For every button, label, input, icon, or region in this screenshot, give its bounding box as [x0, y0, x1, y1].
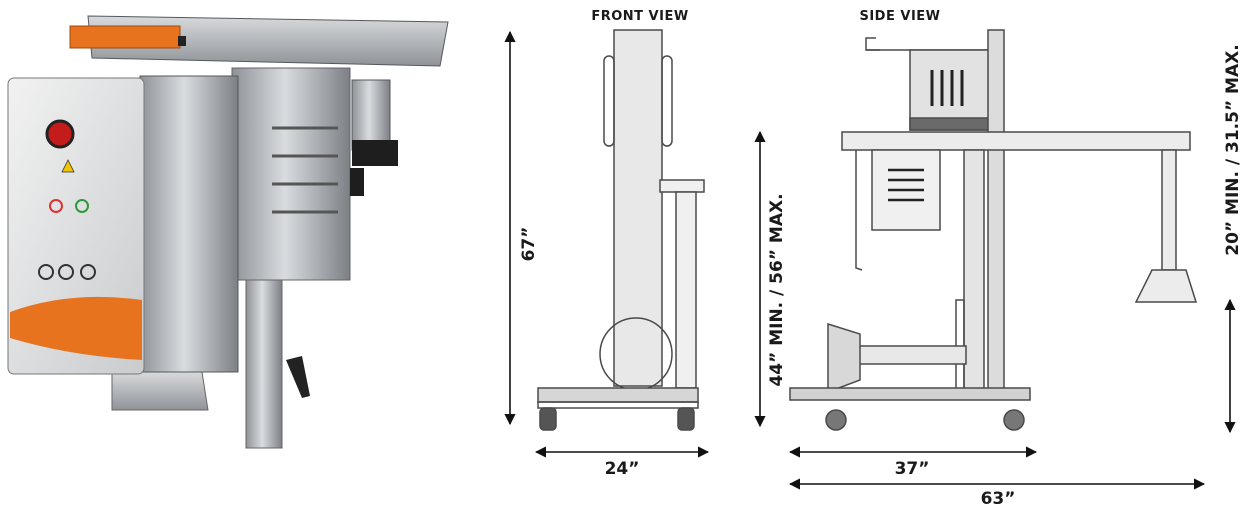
- platform-height-label: 20” MIN. / 31.5” MAX.: [1223, 44, 1243, 255]
- knob-2: [58, 264, 74, 280]
- handle-hook: [865, 37, 880, 51]
- overall-length-label: 63”: [981, 489, 1016, 508]
- side-view-drawing: [789, 29, 1198, 431]
- machine-photo: [7, 15, 449, 449]
- front-wheel-right: [677, 407, 695, 431]
- vent-slots: [272, 126, 338, 214]
- orange-end-cap: [69, 25, 181, 49]
- side-height-label: 44” MIN. / 56” MAX.: [767, 193, 787, 386]
- side-view-title: SIDE VIEW: [859, 9, 940, 24]
- side-wheel-left: [825, 409, 847, 431]
- box-bracket: [111, 371, 209, 411]
- side-wheel-right: [1003, 409, 1025, 431]
- emergency-stop-button: [45, 119, 75, 149]
- support-pole: [245, 279, 283, 449]
- lever-handle: [286, 356, 310, 398]
- control-box: [139, 75, 239, 373]
- front-height-label: 67”: [519, 227, 539, 262]
- lift-column: [963, 149, 985, 399]
- front-column: [613, 29, 663, 387]
- table-foot: [1134, 269, 1198, 303]
- side-motor-box: [909, 49, 991, 131]
- dimension-lines: [504, 30, 1236, 490]
- side-base: [789, 387, 1031, 401]
- knob-1: [38, 264, 54, 280]
- side-table: [841, 131, 1191, 151]
- front-width-label: 24”: [605, 459, 640, 479]
- motor-housing: [231, 67, 351, 281]
- front-base: [537, 387, 699, 403]
- mount-clamp: [351, 79, 391, 151]
- front-view-drawing: [537, 29, 705, 431]
- green-indicator: [75, 199, 89, 213]
- orange-stripe: [10, 296, 142, 360]
- red-indicator: [49, 199, 63, 213]
- knob-3: [80, 264, 96, 280]
- warning-icon: [61, 159, 75, 173]
- front-wheel-left: [539, 407, 557, 431]
- side-depth-label: 37”: [895, 459, 930, 479]
- bowl-arm: [860, 345, 967, 365]
- mixing-bowl: [827, 322, 861, 394]
- side-mast: [987, 29, 1005, 397]
- front-view-title: FRONT VIEW: [591, 9, 688, 24]
